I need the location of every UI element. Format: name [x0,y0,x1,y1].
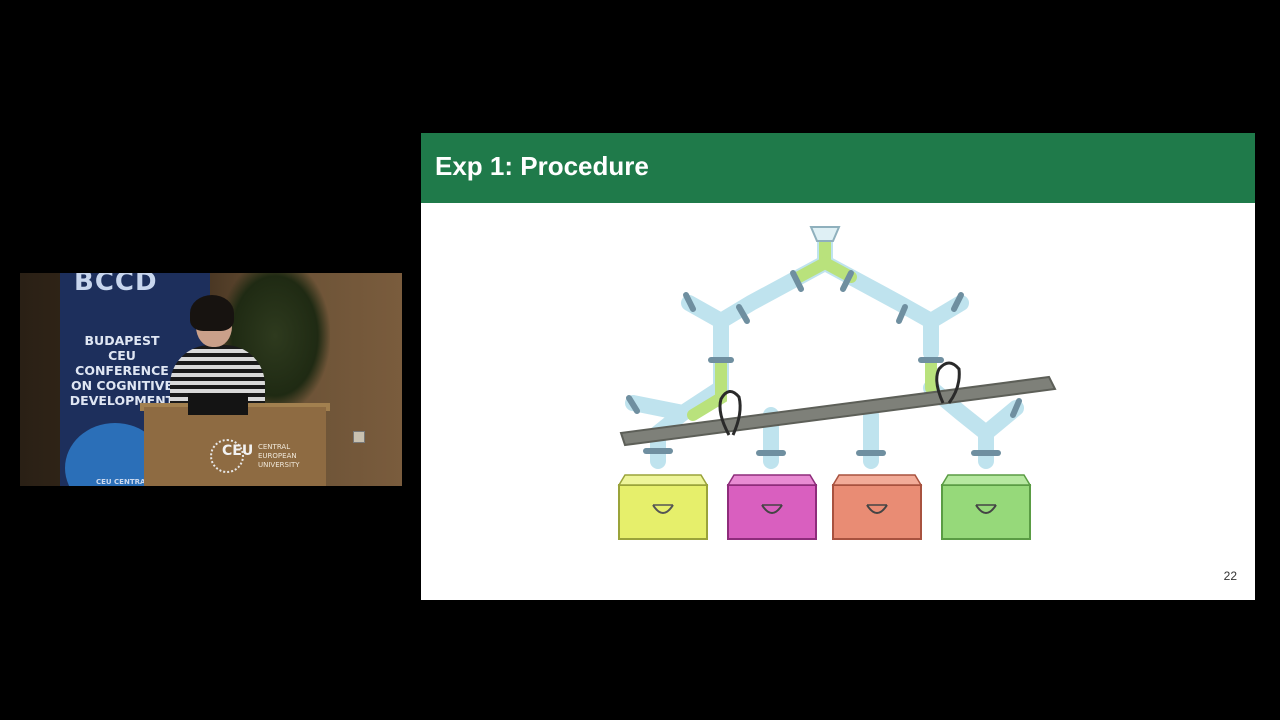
box-green [940,474,1032,540]
speaker-hair [190,295,234,331]
podium-logo: CEU [222,443,254,459]
podium-subtitle: CENTRAL EUROPEAN UNIVERSITY [258,443,300,469]
tube-apparatus-illustration [617,226,1057,540]
wall-outlet [353,431,365,443]
banner-text: BUDAPEST CEU CONFERENCE ON COGNITIVE DEV… [69,333,175,408]
box-salmon [831,474,923,540]
ceu-logo-icon [210,439,244,473]
slide-title: Exp 1: Procedure [435,151,649,181]
laptop [188,393,248,415]
banner-logo: BCCD [74,273,158,297]
box-magenta [726,474,818,540]
speaker-video: BCCD BUDAPEST CEU CONFERENCE ON COGNITIV… [20,273,402,486]
tilted-bar [619,375,1057,447]
clip-right [935,361,961,404]
banner-footer: CEU CENTRAL [96,478,150,486]
presentation-slide: Exp 1: Procedure [421,133,1255,600]
slide-page-number: 22 [1223,569,1237,583]
box-yellow [617,474,709,540]
slide-header: Exp 1: Procedure [421,133,1255,203]
clip-left [718,390,742,436]
